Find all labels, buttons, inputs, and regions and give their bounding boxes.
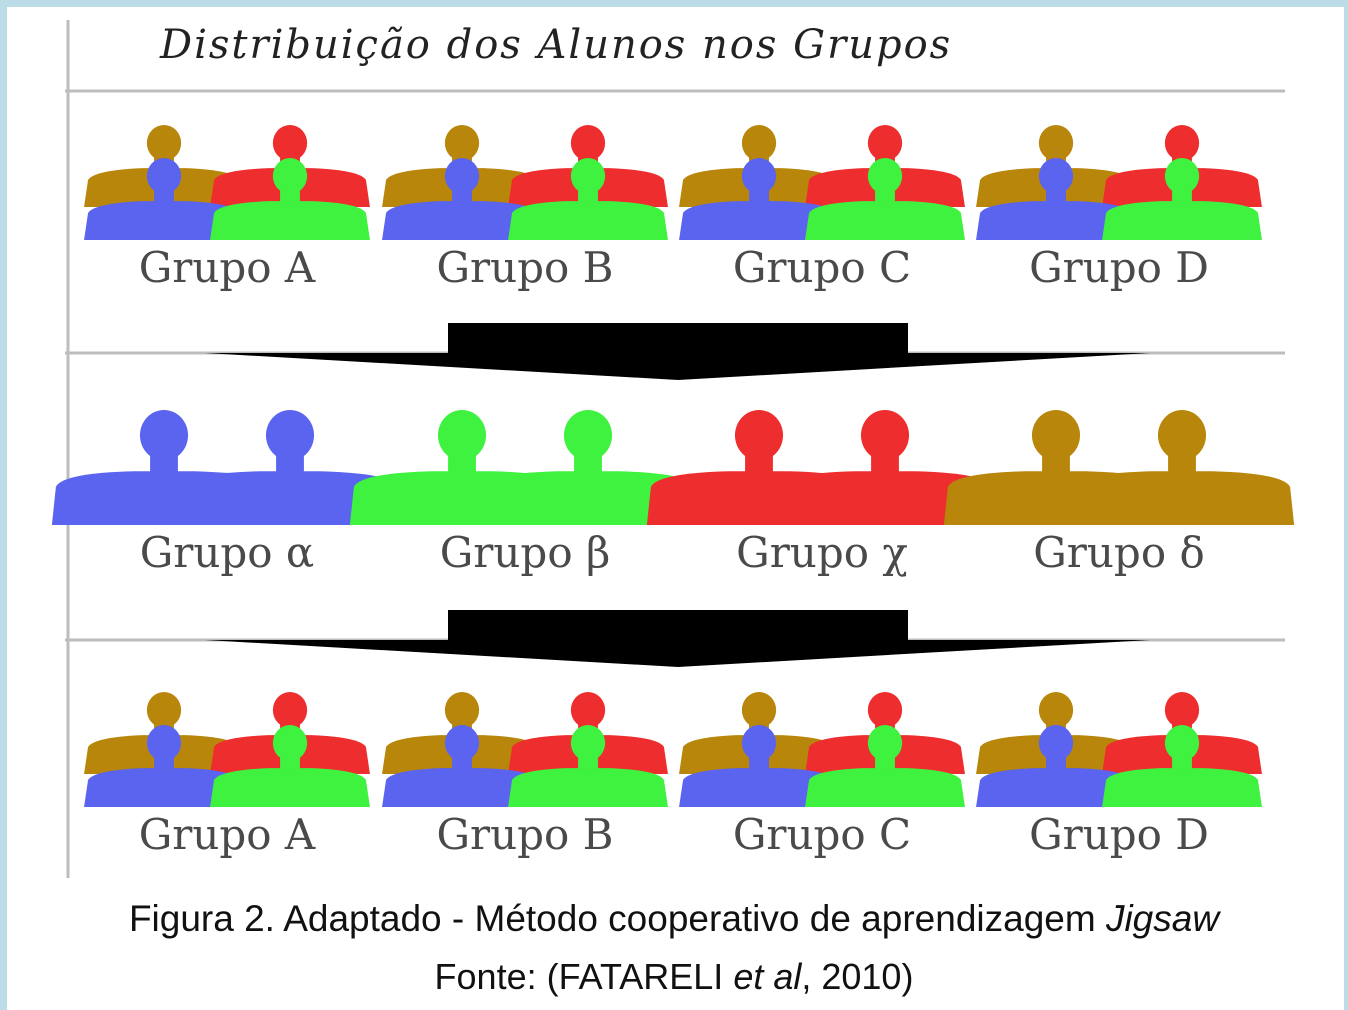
group-label: Grupo A [138,810,316,859]
frame-left-border [0,0,7,1010]
group-label: Grupo B [436,243,614,292]
transition-arrow-2 [205,610,1150,667]
frame-right-border [1344,0,1348,1010]
person-right [177,410,403,525]
frame-top-border [0,0,1348,7]
group-label: Grupo C [732,810,912,859]
group-label: Grupo B [436,810,614,859]
person-right [1069,410,1295,525]
person-front-right [1102,158,1262,240]
person-front-left [84,158,244,240]
group-label: Grupo D [1029,243,1209,292]
group-label: Grupo β [439,528,611,577]
person-front-left [679,725,839,807]
person-front-right [210,158,370,240]
jigsaw-diagram [51,20,1295,878]
person-front-left [976,725,1136,807]
person-right [475,410,701,525]
group-label: Grupo D [1029,810,1209,859]
person-front-right [210,725,370,807]
person-front-right [805,725,965,807]
person-front-left [84,725,244,807]
person-front-right [508,158,668,240]
group-label: Grupo δ [1033,528,1205,577]
figure-caption: Figura 2. Adaptado - Método cooperativo … [0,898,1348,940]
transition-arrow-1 [205,323,1150,380]
source-prefix: Fonte: (FATARELI [434,956,734,997]
caption-main-text: Figura 2. Adaptado - Método cooperativo … [128,898,1106,939]
person-front-left [382,158,542,240]
person-front-left [976,158,1136,240]
person-front-right [805,158,965,240]
group-label: Grupo χ [736,528,908,577]
figure-source: Fonte: (FATARELI et al, 2010) [0,956,1348,998]
person-front-right [508,725,668,807]
group-label: Grupo A [138,243,316,292]
person-front-right [1102,725,1262,807]
source-suffix: , 2010) [801,956,914,997]
person-front-left [679,158,839,240]
caption-italic-text: Jigsaw [1105,898,1220,939]
group-label: Grupo C [732,243,912,292]
person-front-left [382,725,542,807]
group-label: Grupo α [139,528,315,577]
source-italic: et al [733,956,802,997]
person-right [772,410,998,525]
diagram-title: Distribuição dos Alunos nos Grupos [160,22,953,68]
